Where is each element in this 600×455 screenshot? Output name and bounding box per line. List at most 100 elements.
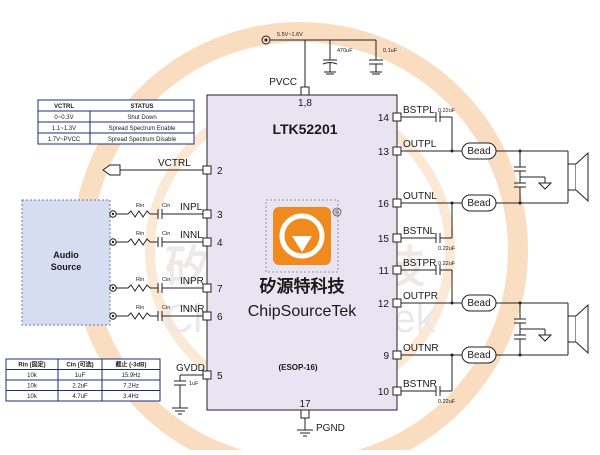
vctrl-header: VCTRL [54,104,74,110]
gvdd-network: 1uF [172,374,203,415]
vctrl-header: STATUS [130,104,153,110]
supply-cap1: 470uF [337,48,353,54]
pin-box [202,283,212,293]
pin-box [202,209,212,219]
audio-source-label-1: Audio [53,250,79,260]
boot-cap-label: 0.22uF [438,261,456,267]
rc-cell: 10k [27,394,38,400]
rc-header: Rin (固定) [18,361,45,369]
audio-source-label-2: Source [51,262,82,272]
boot-cap-label: 0.22uF [438,399,456,405]
pin-box [392,386,402,396]
pin-number: 14 [378,113,390,124]
cin-label: Cin [162,203,170,209]
pin-label: BSTNL [403,226,436,237]
pin-number: 13 [378,147,390,158]
speaker-icon [567,303,589,355]
pin-box [202,165,212,175]
rin-label: Rin [136,203,144,209]
logo-cn: 矽源特科技 [260,276,346,296]
supply-rail: 5.5V~1.6V 470uF 0.1uF PVCC 1,8 [261,32,398,109]
pin-number: 12 [378,299,390,310]
vctrl-cell: 1.1~1.3V [52,126,76,132]
rin-label: Rin [136,305,144,311]
rc-header: 截止 (-3dB) [116,361,147,369]
pin-number: 16 [378,199,390,210]
gvdd-cap: 1uF [189,381,199,387]
vctrl-cell: Spread Spectrum Enable [108,126,176,132]
rc-cell: 10k [27,373,38,379]
pin-box [202,237,212,247]
pin-label: BSTPR [403,258,436,269]
chipsourcetek-logo: ® 矽源特科技 ChipSourceTek [248,199,358,320]
rc-cell: 15.9Hz [121,373,140,379]
speaker-icon [567,151,589,203]
pin-number: 7 [217,284,223,295]
pin-box [392,350,402,360]
rc-cell: 7.2Hz [123,384,139,390]
pin-label: INNL [180,230,203,241]
pin-box [392,233,402,243]
vctrl-label: VCTRL [158,158,191,169]
ground-symbol [537,182,553,190]
audio-source-box [21,199,111,326]
rc-cell: 3.4Hz [123,394,139,400]
rc-header: Cin (可选) [66,361,93,369]
bead-label: Bead [467,198,490,209]
pgnd-label: PGND [316,423,345,434]
boot-cap-label: 0.22uF [438,246,456,252]
pin-label: OUTNL [403,191,437,202]
pin-box [392,265,402,275]
pvcc-pins: 1,8 [298,98,312,109]
pin-number: 11 [379,266,390,277]
pin-number: 2 [217,166,223,177]
ground-symbol [537,334,553,342]
pin-label: BSTNR [403,379,437,390]
pin-number: 9 [383,351,389,362]
logo-registered: ® [335,210,340,217]
pin-label: OUTNR [403,343,439,354]
boot-cap-label: 0.22uF [438,108,456,114]
pgnd: 17 PGND [297,399,345,437]
rc-cell: 2.2uF [72,384,88,390]
rc-table: Rin (固定) Cin (可选) 截止 (-3dB) 10k 1uF 15.9Hz 10k… [5,358,161,402]
pin-label: INNR [180,304,204,315]
cin-label: Cin [162,277,170,283]
chip-name: LTK52201 [272,121,337,137]
supply-voltage: 5.5V~1.6V [277,32,303,38]
vctrl-cell: 0~0.3V [54,115,73,121]
pin-number: 5 [217,371,223,382]
pin-box [392,146,402,156]
logo-en: ChipSourceTek [248,303,358,320]
vctrl-table: VCTRL STATUS 0~0.3V Shut Down 1.1~1.3V Spread… [37,99,195,145]
rc-cell: 10k [27,384,38,390]
vctrl-input: VCTRL [102,158,203,176]
pin-number: 3 [217,210,223,221]
rin-label: Rin [136,231,144,237]
pin-label: OUTPL [403,139,437,150]
pin-number: 6 [217,312,223,323]
vctrl-cell: Spread Spectrum Disable [108,137,177,143]
input-resistor [127,312,151,320]
pin-label: BSTPL [403,105,435,116]
cin-label: Cin [162,305,170,311]
vctrl-cell: 1.7V~PVCC [48,137,81,143]
pin-number: 15 [378,234,390,245]
supply-cap2: 0.1uF [383,48,398,54]
pin-label: OUTPR [403,291,438,302]
pgnd-num: 17 [299,399,311,410]
pin-box [392,298,402,308]
bead-label: Bead [467,146,490,157]
cin-label: Cin [162,231,170,237]
bead-label: Bead [467,350,490,361]
right-pins: 14BSTPL13OUTPL16OUTNL15BSTNL11BSTPR12OUT… [378,105,439,398]
rc-cell: 1uF [75,373,86,379]
pin-box [392,198,402,208]
pvcc-label: PVCC [269,77,297,88]
pin-label: INPL [180,202,203,213]
vctrl-cell: Shut Down [127,115,156,121]
rin-label: Rin [136,277,144,283]
